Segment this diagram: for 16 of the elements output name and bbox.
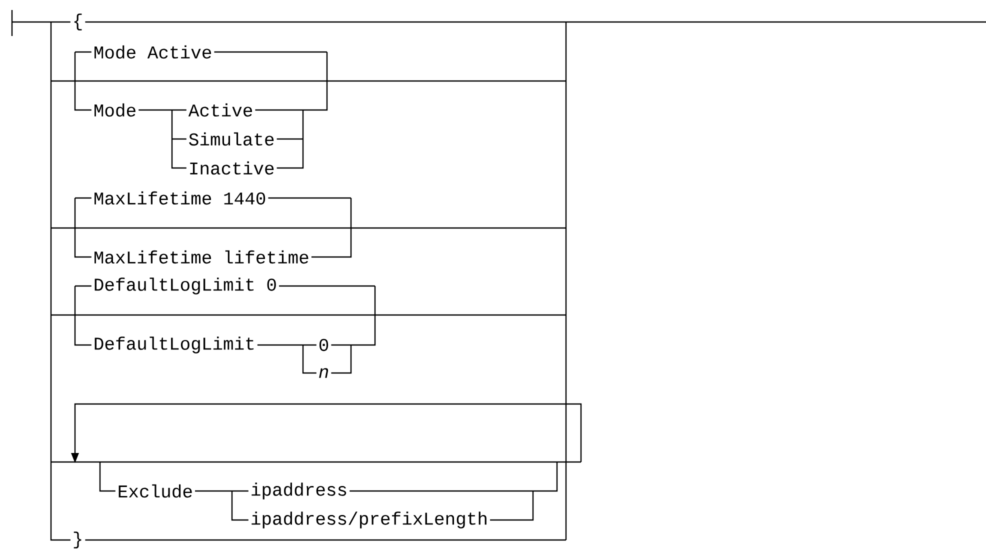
syntax-keyword: } <box>70 530 86 550</box>
syntax-keyword: Exclude <box>115 482 196 500</box>
syntax-keyword: ipaddress/prefixLength <box>248 510 490 530</box>
syntax-keyword: 0 <box>316 336 332 354</box>
syntax-keyword: Active <box>186 101 256 119</box>
syntax-keyword: { <box>70 12 86 32</box>
syntax-keyword: Inactive <box>186 159 277 177</box>
syntax-keyword: Mode <box>91 101 139 119</box>
syntax-keyword: MaxLifetime 1440 <box>91 189 268 207</box>
syntax-keyword: DefaultLogLimit 0 <box>91 276 280 296</box>
syntax-keyword: n <box>316 366 332 380</box>
syntax-keyword: ipaddress <box>248 480 350 502</box>
syntax-keyword: DefaultLogLimit <box>91 334 258 356</box>
syntax-keyword: MaxLifetime lifetime <box>91 248 312 266</box>
syntax-keyword: Mode Active <box>91 43 214 61</box>
syntax-keyword: Simulate <box>186 130 277 148</box>
